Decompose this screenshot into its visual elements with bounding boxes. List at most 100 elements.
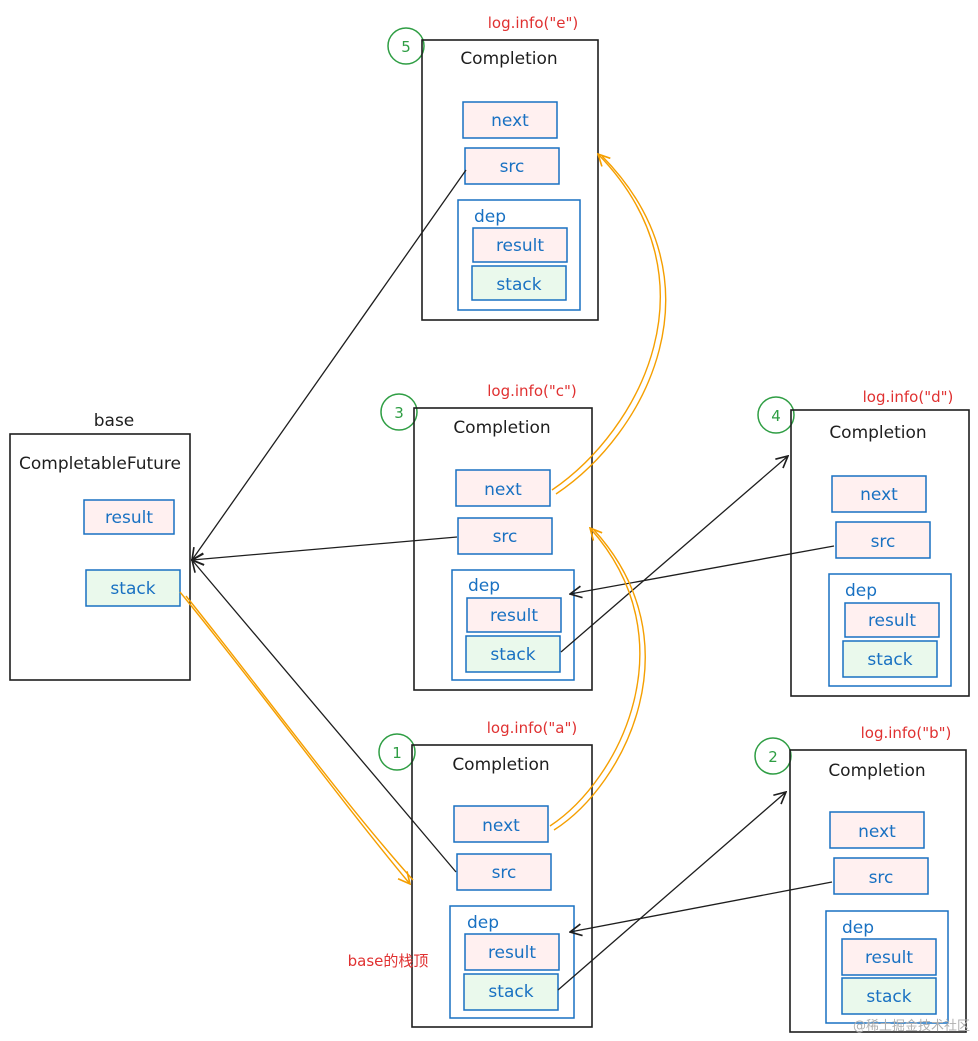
src-label-1: src bbox=[492, 863, 517, 883]
arrow-next3-to-c5 bbox=[551, 154, 661, 491]
dep-label-5: dep bbox=[474, 207, 506, 227]
step-number-4: 4 bbox=[771, 407, 781, 425]
dep-result-label-3: result bbox=[490, 606, 538, 626]
src-label-2: src bbox=[869, 868, 894, 888]
dep-result-box-5 bbox=[472, 227, 568, 263]
dep-stack-box-3 bbox=[465, 635, 561, 673]
completion-1: log.info("a") 1 Completion next src dep … bbox=[378, 719, 593, 1028]
next-label-2: next bbox=[858, 822, 896, 842]
step-circle-4 bbox=[757, 396, 795, 434]
next-label-1: next bbox=[482, 816, 520, 836]
base-stack-box bbox=[85, 569, 181, 607]
src-box-1 bbox=[456, 853, 552, 891]
completion-title-3: Completion bbox=[453, 418, 550, 438]
dep-result-box-1 bbox=[464, 933, 560, 971]
watermark: @稀土掘金技术社区 bbox=[853, 1018, 970, 1034]
src-label-3: src bbox=[493, 527, 518, 547]
dep-result-label-4: result bbox=[868, 611, 916, 631]
arrow-stack3-to-c4 bbox=[560, 456, 788, 653]
next-label-4: next bbox=[860, 485, 898, 505]
base-title: CompletableFuture bbox=[19, 454, 181, 474]
dep-stack-box-5 bbox=[471, 265, 567, 301]
completion-title-5: Completion bbox=[460, 49, 557, 69]
src-box-4 bbox=[835, 521, 931, 559]
src-label-4: src bbox=[871, 532, 896, 552]
arrow-src5-to-base bbox=[192, 169, 467, 560]
step-number-5: 5 bbox=[401, 38, 411, 56]
completion-3: log.info("c") 3 Completion next src dep … bbox=[380, 382, 593, 691]
arrow-src4-to-dep3 bbox=[570, 545, 835, 594]
dep-stack-label-2: stack bbox=[866, 987, 911, 1007]
dep-stack-box-2 bbox=[841, 977, 937, 1015]
dep-stack-label-1: stack bbox=[488, 982, 533, 1002]
arrow-src3-to-base bbox=[192, 536, 458, 560]
dep-stack-label-5: stack bbox=[496, 275, 541, 295]
base-result-box bbox=[83, 499, 175, 535]
base-stack-label: stack bbox=[110, 579, 155, 599]
completion-5: log.info("e") 5 Completion next src dep … bbox=[387, 14, 599, 321]
base-result-label: result bbox=[105, 508, 153, 528]
dep-label-1: dep bbox=[467, 913, 499, 933]
dep-result-label-5: result bbox=[496, 236, 544, 256]
dep-label-2: dep bbox=[842, 918, 874, 938]
base-future: base CompletableFuture result stack bbox=[9, 411, 191, 681]
log-label-1: log.info("a") bbox=[487, 719, 577, 737]
completion-2: log.info("b") 2 Completion next src dep … bbox=[754, 724, 967, 1033]
arrow-base-stack-to-c1 bbox=[179, 591, 410, 884]
arrow-src2-to-dep1 bbox=[570, 881, 833, 932]
log-label-2: log.info("b") bbox=[861, 724, 952, 742]
dep-result-box-2 bbox=[841, 938, 937, 976]
step-number-3: 3 bbox=[394, 404, 404, 422]
next-label-3: next bbox=[484, 480, 522, 500]
src-label-5: src bbox=[500, 157, 525, 177]
dep-box-3 bbox=[451, 569, 575, 681]
completion-box-3 bbox=[413, 407, 593, 691]
log-label-4: log.info("d") bbox=[863, 388, 954, 406]
completion-title-1: Completion bbox=[452, 755, 549, 775]
completion-box-2 bbox=[789, 749, 967, 1033]
stack-next-arrows bbox=[179, 154, 667, 884]
arrow-src1-to-base bbox=[192, 560, 457, 873]
dep-box-1 bbox=[449, 905, 575, 1019]
dep-box-2 bbox=[825, 910, 949, 1024]
completion-box-5 bbox=[421, 39, 599, 321]
dep-result-box-4 bbox=[844, 602, 940, 638]
completion-box-4 bbox=[790, 409, 970, 697]
next-box-5 bbox=[462, 101, 558, 139]
next-box-4 bbox=[831, 475, 927, 513]
dep-stack-label-4: stack bbox=[867, 650, 912, 670]
src-dep-arrows bbox=[192, 169, 835, 991]
stack-top-note: base的栈顶 bbox=[348, 952, 429, 970]
dep-box-5 bbox=[457, 199, 581, 311]
step-circle-3 bbox=[380, 393, 418, 431]
dep-result-box-3 bbox=[466, 597, 562, 633]
next-label-5: next bbox=[491, 111, 529, 131]
src-box-5 bbox=[464, 147, 560, 185]
next-box-3 bbox=[455, 469, 551, 507]
completion-box-1 bbox=[411, 744, 593, 1028]
step-number-1: 1 bbox=[392, 744, 402, 762]
arrow-next1-to-c3 bbox=[549, 528, 641, 827]
step-circle-1 bbox=[378, 733, 416, 771]
dep-stack-box-1 bbox=[463, 973, 559, 1011]
dep-stack-label-3: stack bbox=[490, 645, 535, 665]
dep-box-4 bbox=[828, 573, 952, 687]
log-label-3: log.info("c") bbox=[487, 382, 577, 400]
base-label: base bbox=[94, 411, 135, 431]
step-number-2: 2 bbox=[768, 748, 778, 766]
src-box-3 bbox=[457, 517, 553, 555]
completion-title-2: Completion bbox=[828, 761, 925, 781]
base-box bbox=[9, 433, 191, 681]
completion-title-4: Completion bbox=[829, 423, 926, 443]
next-box-2 bbox=[829, 811, 925, 849]
step-circle-5 bbox=[387, 27, 425, 65]
dep-result-label-2: result bbox=[865, 948, 913, 968]
dep-label-3: dep bbox=[468, 576, 500, 596]
arrow-stack1-to-c2 bbox=[557, 792, 786, 991]
next-box-1 bbox=[453, 805, 549, 843]
dep-stack-box-4 bbox=[842, 640, 938, 678]
log-label-5: log.info("e") bbox=[488, 14, 579, 32]
src-box-2 bbox=[833, 857, 929, 895]
completion-4: log.info("d") 4 Completion next src dep … bbox=[757, 388, 970, 697]
